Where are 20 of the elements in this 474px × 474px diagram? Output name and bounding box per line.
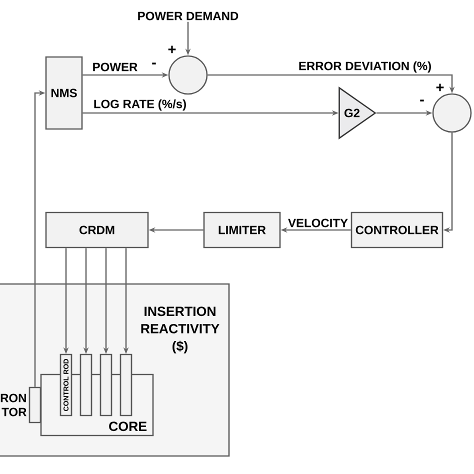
rod-bar xyxy=(80,354,92,416)
block-box: LIMITER xyxy=(203,212,281,248)
block-box: CONTROLLER xyxy=(350,212,444,248)
edge-label: LOG RATE (%/s) xyxy=(94,99,186,111)
sign-label: + xyxy=(168,46,176,54)
rod-bar xyxy=(28,386,42,424)
edge-label: VELOCITY xyxy=(288,218,348,228)
rod-bar xyxy=(120,354,132,416)
block-box: NMS xyxy=(45,56,83,130)
input-label: POWER DEMAND xyxy=(138,12,238,20)
block-box: CRDM xyxy=(45,212,149,248)
side-label: RON TOR xyxy=(0,394,26,416)
edge-label: POWER xyxy=(93,62,138,72)
sign-label: + xyxy=(436,84,444,92)
sign-label: - xyxy=(420,100,424,102)
edge-label: ERROR DEVIATION (%) xyxy=(299,61,431,73)
sign-label: - xyxy=(152,62,156,64)
summing-junction xyxy=(432,93,472,133)
rod-bar xyxy=(100,354,112,416)
summing-junction xyxy=(168,55,208,95)
